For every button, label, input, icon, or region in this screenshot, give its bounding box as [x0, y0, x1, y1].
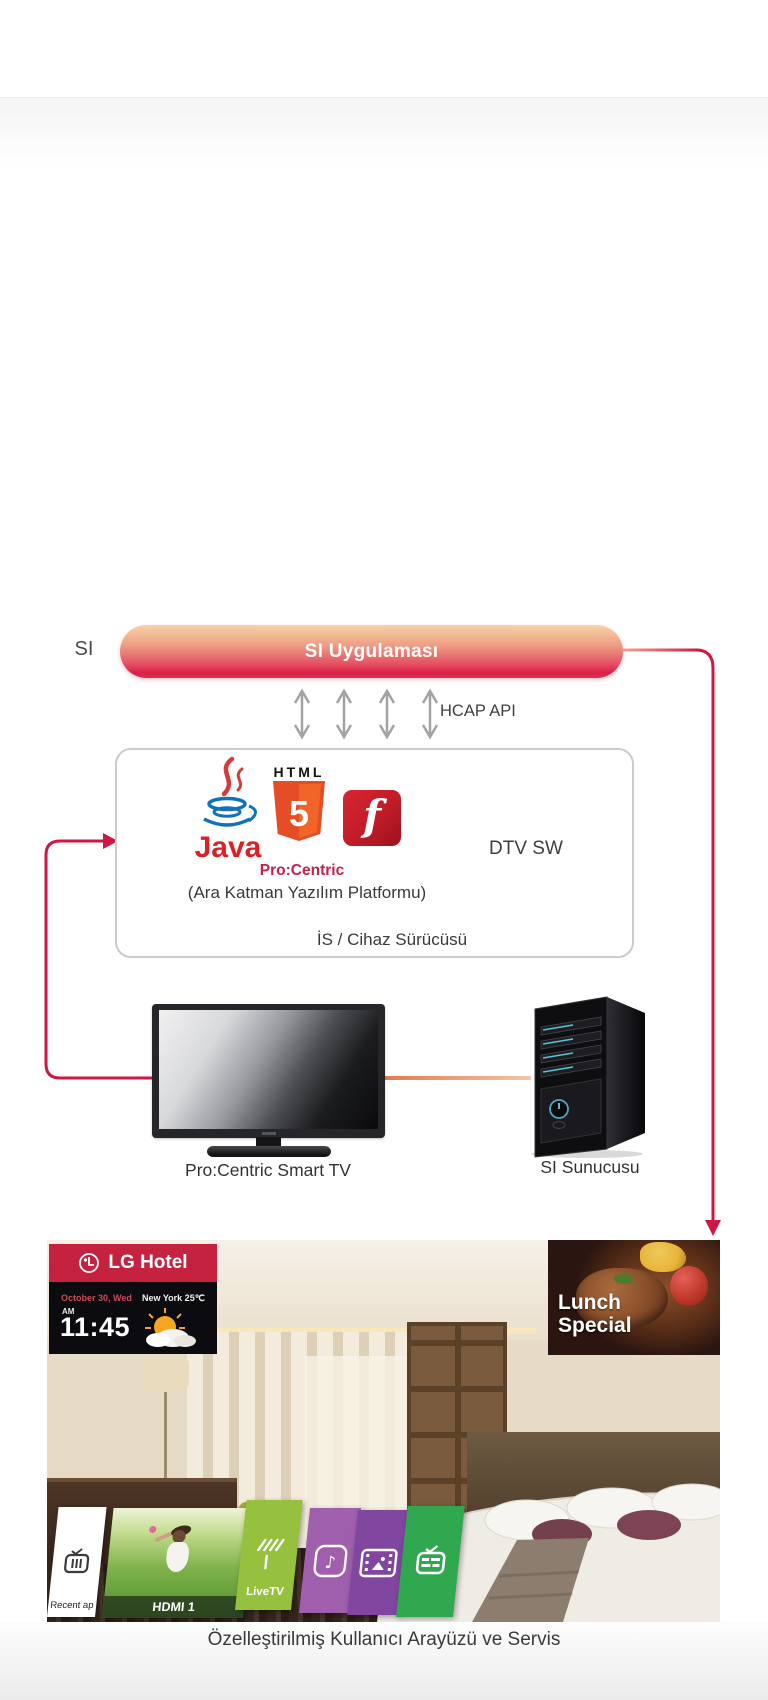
si-to-ui-connector-vertical — [695, 648, 715, 1220]
si-label: SI — [74, 638, 94, 660]
si-server-image — [531, 996, 645, 1158]
tomato-image — [670, 1266, 708, 1306]
hcap-api-label: HCAP API — [440, 702, 516, 720]
hdmi1-label: HDMI 1 — [102, 1596, 246, 1618]
down-arrowhead-icon — [705, 1220, 721, 1236]
page-caption: Özelleştirilmiş Kullanıcı Arayüzü ve Ser… — [207, 1629, 561, 1650]
music-app-tile[interactable]: ♪ — [299, 1508, 362, 1613]
date-label: October 30, Wed — [61, 1293, 132, 1303]
java-logo: Java — [195, 756, 262, 864]
html5-digit: 5 — [289, 793, 309, 834]
html-word: HTML — [273, 764, 325, 780]
os-driver-label: İS / Cihaz Sürücüsü — [316, 930, 468, 949]
recent-apps-tile[interactable]: Recent ap — [47, 1507, 107, 1617]
server-caption: SI Sunucusu — [540, 1157, 640, 1177]
floor-lamp — [143, 1358, 189, 1392]
tv-caption: Pro:Centric Smart TV — [185, 1160, 351, 1180]
middleware-label: (Ara Katman Yazılım Platformu) — [187, 883, 427, 902]
livetv-label: LiveTV — [245, 1586, 285, 1598]
flash-logo: f — [343, 790, 401, 846]
lg-hotel-header: LG Hotel — [49, 1244, 217, 1282]
top-section-divider — [0, 97, 768, 168]
antenna-icon — [232, 1500, 302, 1622]
tv-guide-icon — [396, 1506, 465, 1617]
tv-guide-tile[interactable] — [396, 1506, 465, 1617]
procentric-label: Pro:Centric — [259, 862, 345, 879]
tv-ui-screenshot: LG Hotel October 30, Wed New York 25℃ AM… — [47, 1240, 720, 1622]
bed-image — [377, 1483, 720, 1622]
svg-text:♪: ♪ — [323, 1553, 336, 1573]
flash-letter: f — [362, 791, 382, 840]
tv-stand-base — [207, 1146, 331, 1157]
livetv-tile[interactable]: LiveTV — [235, 1500, 303, 1610]
film-frame-icon — [347, 1510, 410, 1615]
music-note-icon: ♪ — [299, 1508, 361, 1613]
tv-stand-neck — [256, 1137, 281, 1147]
girl-dress — [164, 1542, 190, 1572]
lunch-special-banner[interactable]: Lunch Special — [548, 1240, 720, 1355]
lunch-special-text: Lunch Special — [558, 1291, 632, 1337]
dtv-sw-label: DTV SW — [489, 838, 563, 859]
bottom-section-background — [0, 1622, 768, 1700]
cove-light — [107, 1328, 537, 1334]
sun-cloud-weather-icon — [145, 1308, 196, 1347]
flower-icon — [148, 1526, 157, 1533]
herb-garnish — [614, 1274, 634, 1284]
tv-brand-mark — [262, 1132, 276, 1135]
hdmi1-tile[interactable]: HDMI 1 — [102, 1508, 255, 1618]
recent-apps-label: Recent ap — [49, 1600, 95, 1611]
location-temp-label: New York 25℃ — [142, 1293, 205, 1303]
dtv-sw-box: Java HTML 5 f Pro:Centric (Ara Katman Ya… — [115, 748, 634, 958]
promo-line2: Special — [558, 1313, 632, 1337]
si-application-banner: SI Uygulaması — [120, 625, 623, 678]
server-power-button — [549, 1099, 569, 1119]
promo-line1: Lunch — [558, 1291, 621, 1314]
lg-logo-icon — [79, 1253, 100, 1273]
clock-time: 11:45 — [60, 1312, 131, 1342]
meridiem-label: AM — [62, 1307, 75, 1316]
clock-weather-panel: October 30, Wed New York 25℃ AM 11:45 — [49, 1282, 217, 1354]
procentric-tv-image — [152, 1004, 385, 1159]
pepper-image — [640, 1242, 686, 1272]
floor-lamp-pole — [164, 1392, 167, 1512]
lg-hotel-brand: LG Hotel — [108, 1252, 188, 1273]
tv-screen — [159, 1010, 378, 1129]
html5-logo: HTML 5 — [269, 764, 329, 851]
hcap-api-arrows-icon — [293, 688, 439, 740]
server-drive-bays — [540, 1016, 602, 1078]
java-word: Java — [195, 831, 262, 864]
recent-tv-icon — [47, 1507, 107, 1622]
html5-shield-icon: 5 — [273, 781, 325, 841]
media-app-tile[interactable] — [347, 1510, 411, 1615]
si-application-label: SI Uygulaması — [304, 640, 439, 662]
